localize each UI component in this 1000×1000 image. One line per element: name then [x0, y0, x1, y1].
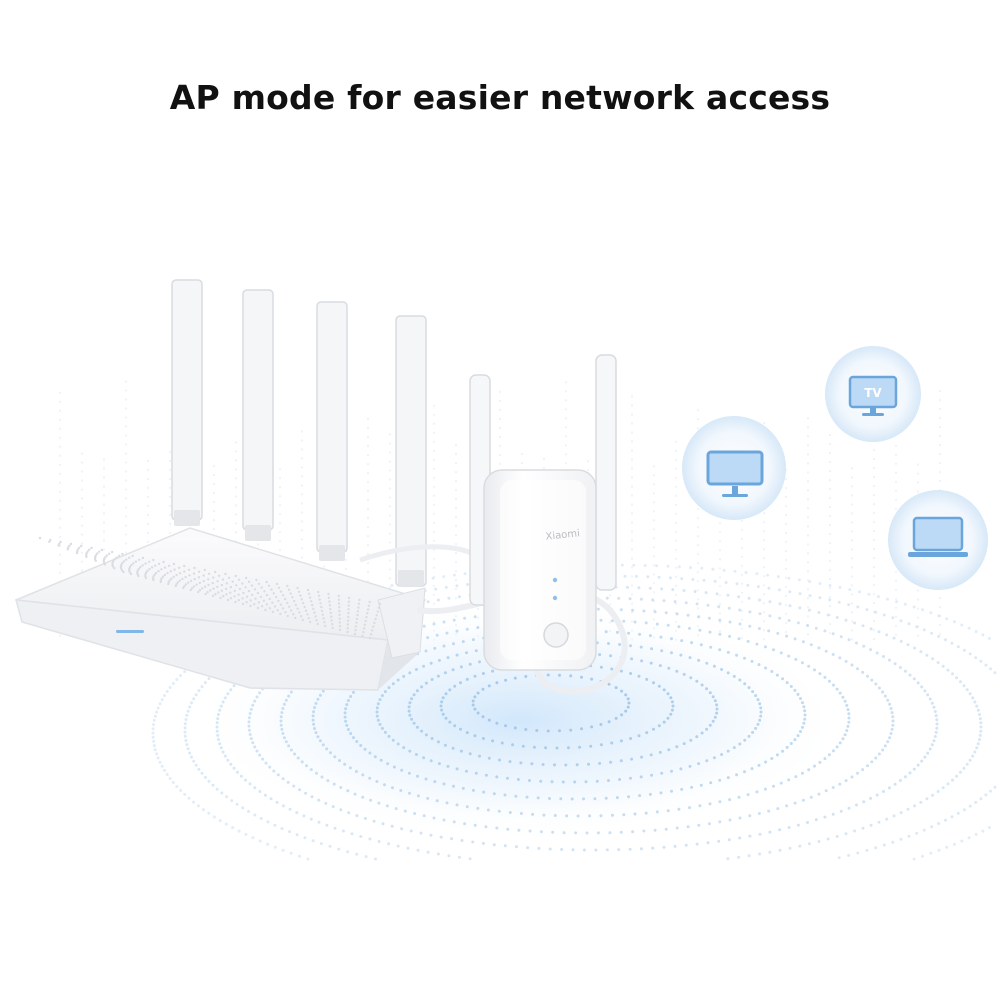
extender-led-1: [552, 577, 558, 583]
tv-icon: TV: [848, 375, 898, 416]
tv-label: TV: [864, 386, 882, 400]
laptop-icon: [908, 516, 968, 557]
device-bubble-tv: TV: [825, 346, 921, 442]
extender-brand: Xiaomi: [545, 528, 580, 543]
router-antenna-1: [171, 279, 203, 521]
headline: AP mode for easier network access: [169, 78, 831, 117]
extender-antenna-right: [595, 354, 617, 591]
router-front: [14, 599, 389, 691]
router: [14, 279, 427, 691]
device-bubble-laptop: [888, 490, 988, 590]
router-status-led: [116, 630, 144, 633]
range-extender: Xiaomi: [469, 354, 617, 671]
router-antenna-2: [242, 289, 274, 531]
monitor-icon: [706, 450, 764, 497]
device-bubble-monitor: [682, 416, 786, 520]
extender-led-2: [552, 595, 558, 601]
extender-button: [543, 622, 569, 648]
router-antenna-3: [316, 301, 348, 553]
